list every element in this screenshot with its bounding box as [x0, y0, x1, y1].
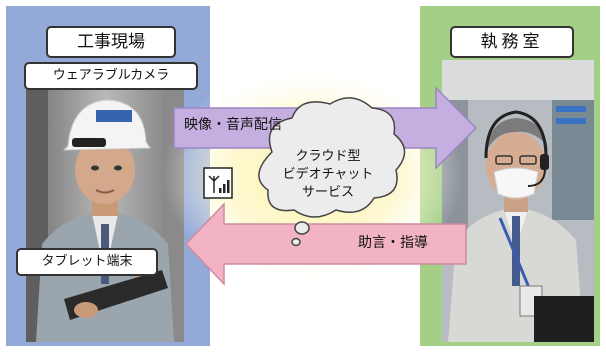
cloud-line-3: サービス: [301, 185, 354, 200]
tablet-label: タブレット端末: [16, 248, 158, 276]
signal-icon: [203, 167, 233, 199]
construction-site-title: 工事現場: [46, 26, 176, 58]
arrow-to-site: [184, 202, 467, 286]
advice-guidance-label: 助言・指導: [358, 235, 428, 251]
wearable-camera-label: ウェアラブルカメラ: [24, 62, 198, 90]
video-audio-label: 映像・音声配信: [184, 117, 282, 133]
cloud-shape: [258, 97, 406, 247]
office-title: 執務室: [450, 26, 574, 58]
cloud-service-label: クラウド型 ビデオチャット サービス: [268, 148, 388, 202]
cloud-line-1: クラウド型: [295, 149, 361, 164]
cloud-line-2: ビデオチャット: [282, 167, 374, 182]
